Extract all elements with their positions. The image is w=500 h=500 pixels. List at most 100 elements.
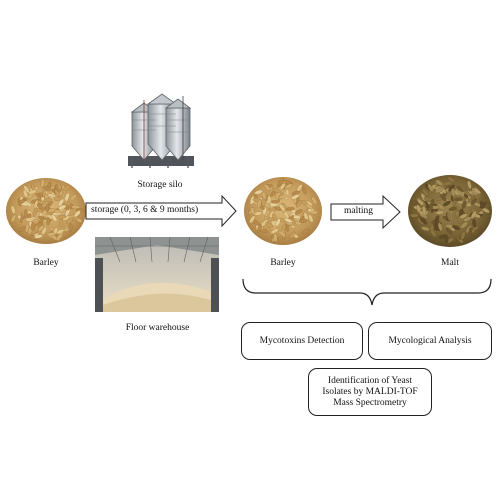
grain-kernel	[250, 207, 256, 216]
grain-kernel	[68, 223, 73, 232]
grain-kernel	[422, 188, 429, 197]
malt-label: Malt	[441, 258, 459, 268]
grain-kernel	[54, 189, 61, 197]
grain-kernel	[25, 217, 35, 222]
grain-kernel	[34, 234, 43, 239]
malting-arrow	[330, 194, 401, 230]
grain-kernel	[451, 188, 456, 197]
grain-kernel	[37, 224, 45, 233]
grain-kernel	[257, 224, 262, 233]
grain-kernel	[447, 176, 455, 184]
grain-kernel	[301, 228, 310, 235]
grain-kernel	[284, 217, 293, 223]
grain-kernel	[453, 197, 463, 202]
grain-kernel	[479, 200, 485, 210]
grain-kernel	[59, 218, 64, 228]
mycotoxins-detection-box: Mycotoxins Detection	[241, 322, 363, 360]
grain-kernel	[460, 221, 468, 229]
grain-kernel	[309, 210, 319, 215]
grain-kernel	[277, 178, 285, 186]
grain-kernel	[57, 181, 62, 191]
grain-kernel	[271, 199, 281, 204]
grain-kernel	[278, 230, 286, 237]
grain-kernel	[452, 211, 456, 220]
grain-kernel	[34, 224, 39, 233]
grain-kernel	[452, 225, 461, 231]
grain-kernel	[47, 193, 56, 198]
grain-kernel	[296, 200, 303, 208]
warehouse-interior-icon	[95, 236, 219, 312]
grain-kernel	[58, 204, 67, 210]
grain-kernel	[17, 198, 26, 205]
grain-kernel	[456, 185, 464, 193]
mycological-analysis-label: Mycological Analysis	[388, 335, 472, 346]
grain-kernel	[249, 215, 256, 224]
floor-warehouse-label: Floor warehouse	[125, 323, 190, 333]
grain-kernel	[444, 234, 449, 244]
grain-kernel	[65, 208, 71, 217]
grain-kernel	[291, 194, 300, 200]
grain-kernel	[285, 206, 295, 212]
grain-kernel	[443, 181, 453, 186]
grain-kernel	[284, 183, 293, 189]
grain-kernel	[443, 200, 451, 207]
grain-kernel	[423, 196, 433, 202]
grain-kernel	[289, 231, 296, 239]
grain-kernel	[460, 231, 466, 240]
grain-kernel	[472, 218, 477, 228]
malt-grain-pile-icon	[408, 175, 492, 247]
grain-kernel	[421, 226, 430, 231]
grain-kernel	[435, 210, 445, 215]
grain-kernel	[279, 203, 286, 212]
grain-kernel	[56, 233, 62, 242]
grain-kernel	[58, 198, 64, 207]
grain-kernel	[463, 189, 471, 197]
grain-kernel	[51, 214, 58, 222]
grain-kernel	[278, 194, 288, 199]
mycotoxins-detection-label: Mycotoxins Detection	[259, 335, 345, 346]
grain-kernel	[294, 209, 303, 215]
grain-kernel	[473, 188, 481, 195]
grain-kernel	[437, 203, 445, 210]
grain-kernel	[445, 227, 453, 235]
grain-kernel	[430, 229, 437, 238]
grain-kernel	[42, 186, 52, 191]
barley-right-label: Barley	[270, 258, 296, 268]
barley-left-label: Barley	[33, 258, 59, 268]
grain-kernel	[270, 228, 279, 234]
grain-kernel	[440, 193, 447, 202]
grain-kernel	[470, 198, 478, 206]
grain-kernel	[261, 197, 266, 207]
grain-kernel	[457, 190, 465, 197]
grain-kernel	[435, 187, 444, 194]
grain-kernel	[28, 189, 37, 195]
barley-grain-pile-icon	[244, 177, 322, 245]
grain-kernel	[64, 192, 70, 202]
grain-kernel	[23, 209, 28, 218]
grain-kernel	[30, 221, 35, 231]
yeast-identification-label: Identification of Yeast Isolates by MALD…	[322, 375, 418, 408]
grain-kernel	[254, 190, 263, 195]
grain-kernel	[73, 210, 81, 218]
grain-kernel	[47, 232, 57, 237]
grain-kernel	[45, 203, 50, 212]
grain-kernel	[23, 189, 28, 198]
grain-kernel	[437, 222, 443, 232]
grain-kernel	[419, 217, 427, 225]
grain-kernel	[66, 217, 74, 224]
grain-kernel	[56, 229, 65, 235]
grain-kernel	[18, 226, 26, 233]
grain-kernel	[265, 222, 273, 228]
barley-grain-pile-icon	[6, 178, 86, 244]
grain-kernel	[446, 212, 452, 222]
grain-kernel	[261, 191, 267, 201]
grain-kernel	[10, 214, 17, 223]
storage-silo-label: Storage silo	[137, 180, 183, 190]
grain-kernel	[37, 200, 46, 205]
grain-kernel	[71, 205, 81, 210]
grain-kernel	[272, 187, 281, 193]
grain-kernel	[62, 185, 71, 192]
grain-kernel	[311, 196, 318, 205]
grain-kernel	[41, 226, 47, 235]
grain-kernel	[33, 207, 43, 213]
